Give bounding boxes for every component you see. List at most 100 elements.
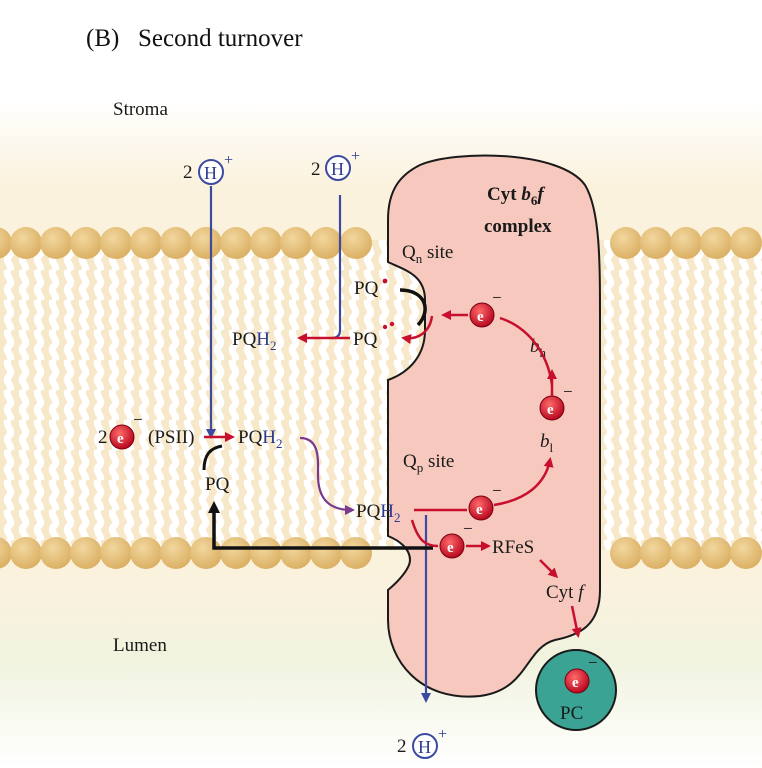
lipid-head (70, 227, 102, 259)
svg-text:H: H (331, 159, 344, 179)
svg-text:−: − (492, 481, 502, 500)
lumen-label: Lumen (113, 635, 167, 656)
radical-dot (382, 278, 388, 284)
lipid-head (100, 227, 132, 259)
lipid-head (220, 227, 252, 259)
lipid-head (190, 227, 222, 259)
svg-text:e: e (547, 402, 554, 418)
lipid-head (100, 537, 132, 569)
radical-dot (382, 324, 388, 330)
qn-red-curve (401, 315, 434, 344)
svg-text:−: − (563, 382, 573, 401)
svg-text:−: − (133, 410, 143, 429)
svg-text:2: 2 (397, 736, 407, 757)
pqh2-released: PQH2 (232, 329, 277, 353)
heme-bh-label: bh (530, 336, 547, 360)
pqh2-qp: PQH2 (356, 501, 401, 525)
pc-label: PC (560, 703, 583, 724)
lipid-head (160, 227, 192, 259)
proton-left-stroma: 2 H + (183, 152, 233, 185)
stroma-label: Stroma (113, 99, 168, 120)
lipid-head (130, 227, 162, 259)
svg-text:e: e (572, 675, 579, 691)
lipid-head (700, 227, 732, 259)
lipid-head (730, 537, 762, 569)
qn-black-curve (399, 288, 427, 327)
electron-qp: e − (468, 481, 502, 521)
arrow-pqh2-diffuse (299, 436, 355, 515)
membrane-heads-bottom (0, 537, 762, 569)
qn-site-label: Qn site (402, 242, 453, 266)
svg-text:H: H (418, 737, 431, 757)
lipid-head (10, 537, 42, 569)
svg-text:+: + (351, 148, 360, 165)
electron-qn: e − (469, 288, 502, 328)
lipid-head (250, 537, 282, 569)
lipid-head (40, 537, 72, 569)
membrane-tails (0, 240, 762, 550)
pq-qn-bottom: PQ (353, 329, 378, 350)
electron-rfes: e − (439, 519, 473, 559)
lipid-head (160, 537, 192, 569)
lipid-head (610, 227, 642, 259)
cytf-label: Cyt f (546, 582, 586, 603)
psii-electron-input: 2 e − (PSII) (98, 410, 194, 450)
cyt-b6f-complex (387, 154, 601, 698)
lipid-head (0, 537, 12, 569)
lipid-head (700, 537, 732, 569)
lipid-head (250, 227, 282, 259)
svg-text:+: + (438, 726, 447, 743)
lipid-head (0, 227, 12, 259)
lipid-head (40, 227, 72, 259)
arrow-rfes-to-cytf (539, 559, 559, 579)
rfes-label: RFeS (492, 537, 534, 558)
heme-bl-label: bl (540, 431, 554, 455)
lipid-head (70, 537, 102, 569)
panel-label: (B) (86, 25, 119, 52)
lipid-head (670, 537, 702, 569)
svg-text:2: 2 (183, 162, 193, 183)
lipid-head (730, 227, 762, 259)
lipid-head (340, 537, 372, 569)
electron-pc: e − (564, 653, 598, 694)
complex-label-line1: Cyt b6f (487, 184, 545, 208)
lipid-head (610, 537, 642, 569)
complex-label-line2: complex (484, 216, 552, 237)
lipid-head (640, 227, 672, 259)
black-return-arrow (208, 501, 433, 550)
svg-text:e: e (477, 309, 484, 325)
svg-text:(PSII): (PSII) (148, 427, 194, 448)
svg-text:e: e (447, 540, 454, 556)
lipid-head (130, 537, 162, 569)
proton-lumen: 2 H + (397, 726, 447, 759)
proton-right-stroma: 2 H + (311, 148, 360, 181)
arrow-to-e-rfes (410, 519, 439, 548)
membrane-heads-top (0, 227, 762, 259)
lipid-head (10, 227, 42, 259)
lipid-head (280, 537, 312, 569)
svg-text:+: + (224, 152, 233, 169)
figure-title: Second turnover (138, 25, 303, 52)
lipid-head (280, 227, 312, 259)
lipid-head (310, 537, 342, 569)
lipid-head (190, 537, 222, 569)
lipid-head (340, 227, 372, 259)
pqh2-formed: PQH2 (238, 427, 283, 451)
svg-text:H: H (204, 163, 217, 183)
lipid-head (310, 227, 342, 259)
svg-text:2: 2 (311, 159, 321, 180)
svg-text:−: − (588, 653, 598, 672)
lipid-head (640, 537, 672, 569)
radical-dot (389, 321, 395, 327)
arrow-cytf-to-pc (570, 605, 582, 638)
svg-text:2: 2 (98, 427, 108, 448)
svg-text:−: − (463, 519, 473, 538)
qp-site-label: Qp site (403, 451, 454, 475)
lipid-head (670, 227, 702, 259)
arrow-qp-to-bl (493, 457, 554, 507)
pq-qn-top: PQ (354, 278, 379, 299)
pq-left: PQ (205, 474, 230, 495)
svg-text:e: e (476, 502, 483, 518)
